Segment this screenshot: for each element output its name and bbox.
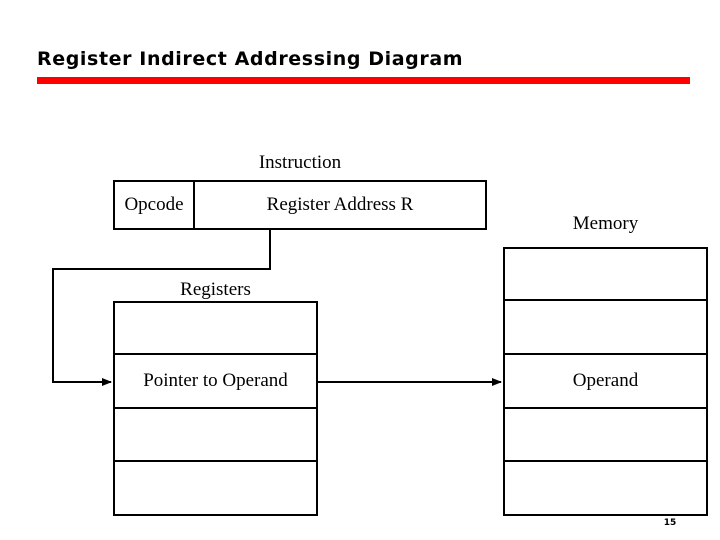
- memory-box: Operand: [503, 247, 708, 516]
- memory-caption: Memory: [572, 213, 639, 234]
- registers-row: [115, 303, 316, 355]
- registers-row: [115, 462, 316, 514]
- registers-row: [115, 409, 316, 462]
- memory-row: [505, 301, 706, 355]
- memory-row: [505, 409, 706, 462]
- memory-row-operand: Operand: [505, 355, 706, 409]
- instruction-field-divider: [193, 182, 195, 228]
- memory-row: [505, 249, 706, 301]
- title-underline-rule: [37, 77, 690, 84]
- slide-number: 15: [663, 518, 677, 528]
- instruction-opcode-field: Opcode: [124, 194, 184, 215]
- registers-row-pointer: Pointer to Operand: [115, 355, 316, 409]
- memory-row: [505, 462, 706, 514]
- instruction-box: Opcode Register Address R: [113, 180, 487, 230]
- registers-caption: Registers: [180, 279, 251, 300]
- instruction-register-address-field: Register Address R: [266, 194, 414, 215]
- page-title: Register Indirect Addressing Diagram: [37, 48, 464, 70]
- instruction-caption: Instruction: [258, 152, 342, 173]
- registers-box: Pointer to Operand: [113, 301, 318, 516]
